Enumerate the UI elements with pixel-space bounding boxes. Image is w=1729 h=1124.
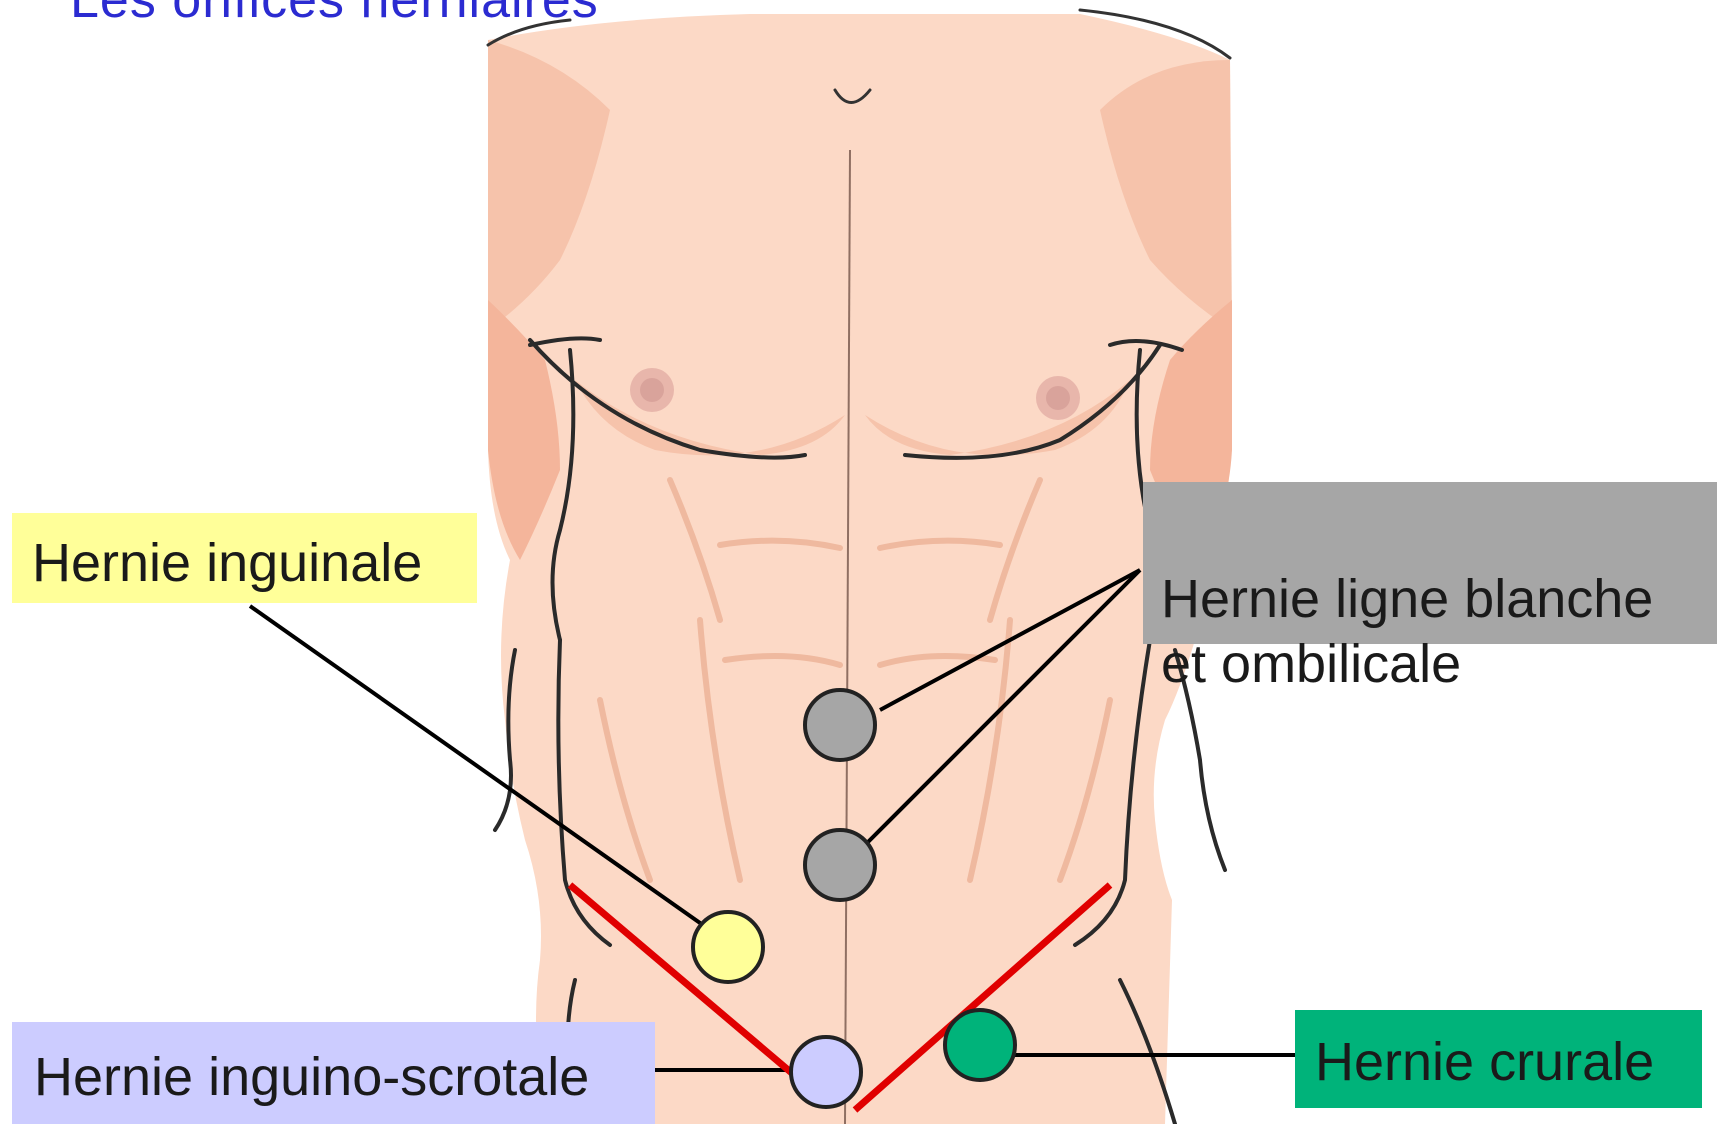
callout-line-inguinale — [250, 606, 710, 930]
label-hernie-inguino-scrotale-text: Hernie inguino-scrotale — [34, 1047, 589, 1107]
label-hernie-crurale: Hernie crurale — [1295, 1010, 1702, 1108]
label-hernie-crurale-text: Hernie crurale — [1315, 1032, 1654, 1092]
marker-inguino-scrotale — [791, 1037, 861, 1107]
marker-ligne-blanche — [805, 690, 875, 760]
label-hernie-inguino-scrotale: Hernie inguino-scrotale — [12, 1022, 655, 1124]
label-hernie-ligne-blanche: Hernie ligne blanche et ombilicale — [1143, 482, 1717, 644]
label-hernie-inguinale-text: Hernie inguinale — [32, 533, 422, 593]
callout-line-ombilicale-lower — [865, 570, 1140, 845]
marker-ombilicale — [805, 830, 875, 900]
marker-inguinale — [693, 912, 763, 982]
callout-line-ombilicale-upper — [880, 570, 1140, 710]
marker-crurale — [945, 1010, 1015, 1080]
label-hernie-inguinale: Hernie inguinale — [12, 513, 477, 603]
